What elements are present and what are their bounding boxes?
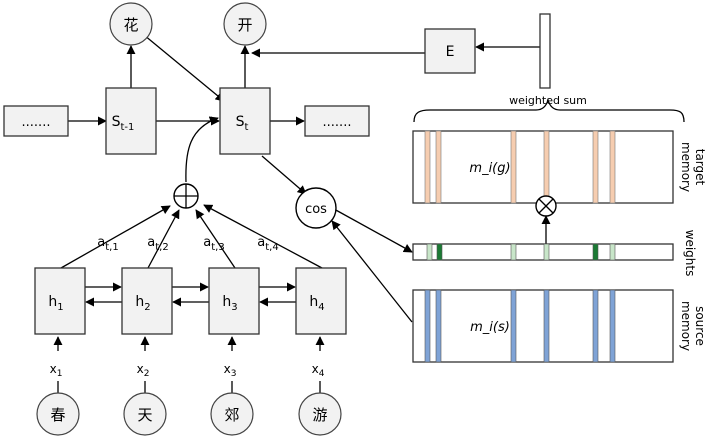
dots-left-label: ....... [22, 115, 51, 130]
input-node-4: 游 [298, 392, 342, 436]
output-char-1: 花 [123, 16, 138, 34]
encoder-label-2: h2 [135, 294, 150, 313]
x-label-4: x4 [312, 362, 325, 379]
target-memory-block: m_i(g) [412, 130, 674, 204]
decoder-cur-box: St [219, 87, 271, 155]
arrow-cos-to-weights [333, 208, 413, 253]
target-memory-formula: m_i(g) [469, 161, 510, 176]
source-memory-block: m_i(s) [412, 289, 674, 363]
output-node-2: 开 [223, 2, 267, 46]
weights-label-group: weights [683, 230, 697, 277]
encoder-box-4: h4 [295, 267, 347, 335]
decoder-prev-box: St-1 [105, 87, 157, 155]
source-memory-stripes [424, 289, 616, 363]
arrow-st-to-cos [261, 155, 307, 195]
attn-label-3: at,3 [203, 235, 224, 253]
source-memory-label-1: source [693, 306, 707, 346]
attn-line-3 [195, 209, 236, 269]
attn-line-4 [203, 204, 323, 269]
x-label-3: x3 [224, 362, 237, 379]
target-memory-label-1: target [693, 149, 707, 186]
weights-vector [412, 243, 674, 261]
encoder-label-1: h1 [48, 294, 63, 313]
e-box: E [424, 28, 476, 74]
target-memory-label: target memory [679, 142, 707, 192]
input-char-1: 春 [50, 406, 65, 424]
weights-label: weights [683, 230, 697, 277]
source-memory-formula: m_i(s) [470, 320, 510, 335]
encoder-box-2: h2 [121, 267, 173, 335]
output-node-1: 花 [109, 2, 153, 46]
cos-node: cos [295, 187, 337, 229]
target-memory-label-2: memory [679, 142, 693, 192]
source-memory-label: source memory [679, 301, 707, 351]
x-label-2: x2 [137, 362, 150, 379]
connections [53, 34, 685, 394]
x-label-1: x1 [50, 362, 63, 379]
attn-label-1: at,1 [97, 235, 118, 253]
input-node-2: 天 [123, 392, 167, 436]
input-char-3: 郊 [224, 406, 239, 424]
attn-label-2: at,2 [147, 235, 168, 253]
decoder-prev-label: St-1 [112, 114, 135, 133]
attn-label-4: at,4 [257, 235, 278, 253]
input-node-1: 春 [36, 392, 80, 436]
weighted-sum-label: weighted sum [509, 94, 587, 107]
arrow-output-to-st [143, 34, 225, 102]
sum-plus-node [173, 183, 199, 209]
e-label: E [446, 44, 455, 60]
dots-box-right: ....... [304, 105, 370, 137]
encoder-label-3: h3 [222, 294, 237, 313]
weighted-sum-brace [413, 97, 685, 123]
target-memory-stripes [424, 130, 616, 204]
dots-box-left: ....... [3, 105, 69, 137]
weighted-sum-vector [539, 13, 551, 89]
attn-line-1 [60, 205, 171, 269]
input-char-4: 游 [312, 406, 327, 424]
arrow-context-to-st [185, 116, 219, 183]
decoder-cur-label: St [236, 114, 249, 133]
cos-label: cos [305, 202, 327, 217]
input-char-2: 天 [137, 406, 152, 424]
output-char-2: 开 [237, 16, 252, 34]
input-node-3: 郊 [210, 392, 254, 436]
encoder-box-1: h1 [34, 267, 86, 335]
arrow-source-to-cos [331, 220, 413, 323]
encoder-box-3: h3 [208, 267, 260, 335]
multiply-node [535, 195, 557, 217]
source-memory-label-2: memory [679, 301, 693, 351]
encoder-label-4: h4 [309, 294, 324, 313]
dots-right-label: ....... [323, 115, 352, 130]
attn-line-2 [147, 209, 180, 269]
